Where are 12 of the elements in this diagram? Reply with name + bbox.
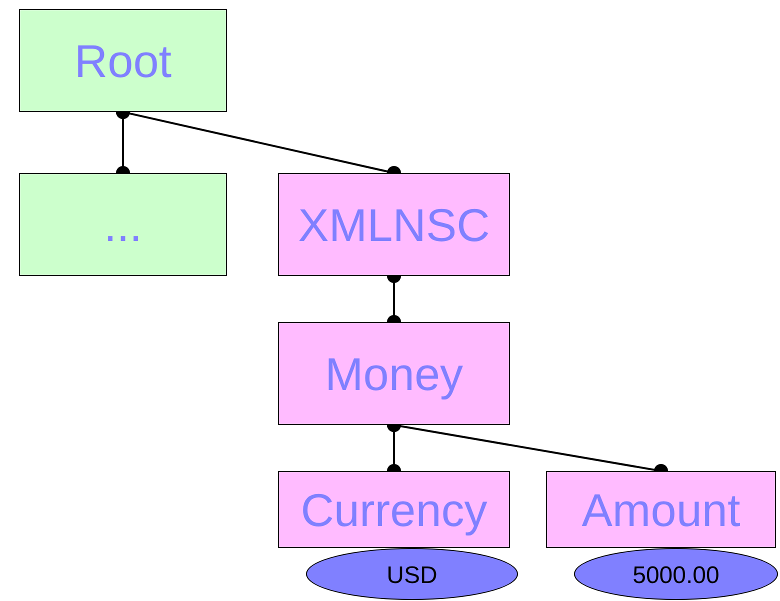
tree-node-box [19, 9, 227, 112]
tree-node-box [278, 173, 510, 276]
tree-node-box [19, 173, 227, 276]
node-label: XMLNSC [298, 202, 490, 248]
tree-node-box [546, 471, 776, 548]
tree-node-box [278, 322, 510, 425]
tree-node-box [278, 471, 510, 548]
node-label: USD [386, 564, 438, 588]
node-label: Amount [582, 486, 740, 532]
node-label: Root [74, 38, 172, 84]
node-label: 5000.00 [632, 564, 720, 588]
node-label: ... [104, 202, 142, 248]
